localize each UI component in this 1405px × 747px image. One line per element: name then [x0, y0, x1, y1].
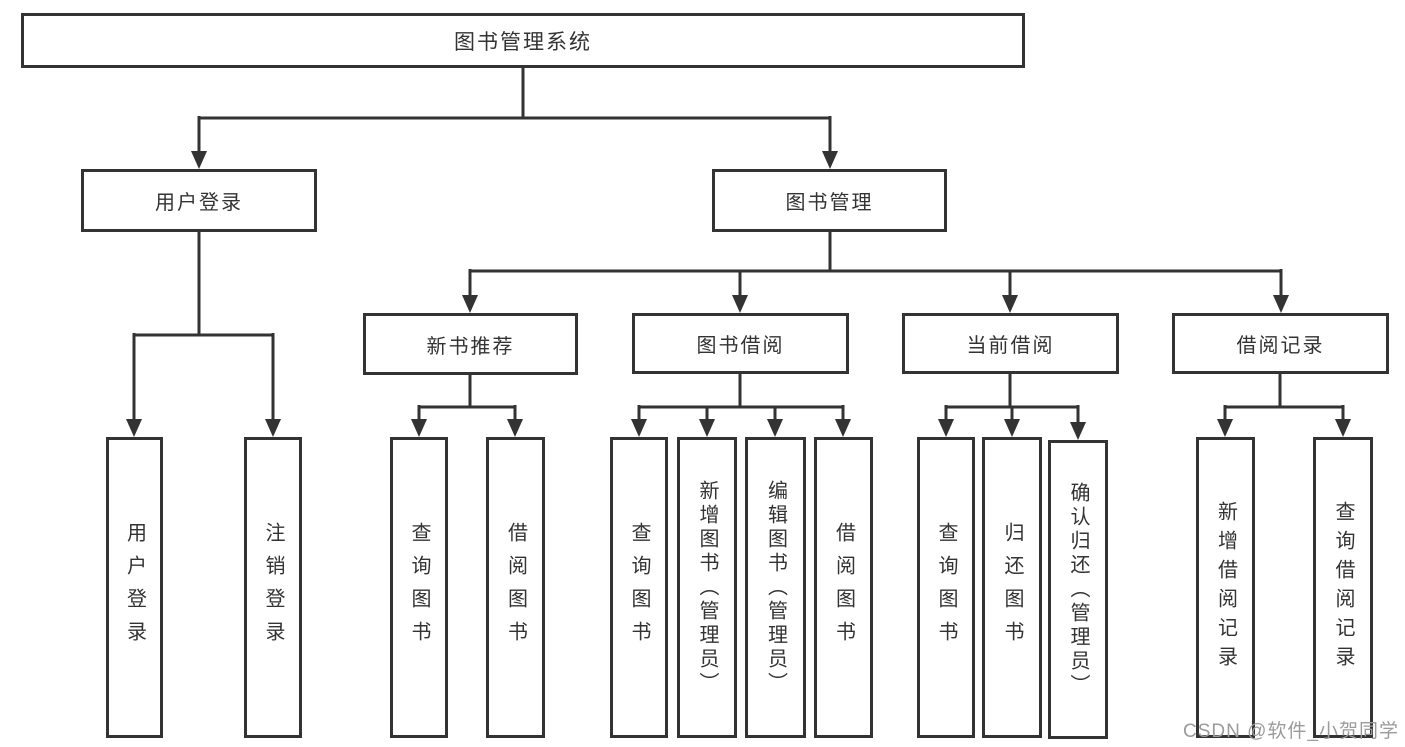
node-leaf-confirm-return-admin: 确认归还（管理员） — [1048, 440, 1108, 739]
node-label: 新增借阅记录 — [1214, 500, 1237, 675]
node-new-book-recommend: 新书推荐 — [363, 313, 578, 375]
node-leaf-user-login: 用户登录 — [106, 437, 163, 738]
arrow-down-icon — [732, 295, 748, 313]
arrow-down-icon — [411, 419, 427, 437]
node-label: 借阅记录 — [1236, 335, 1325, 357]
arrow-down-icon — [265, 419, 281, 437]
node-label: 查询图书 — [935, 521, 957, 654]
arrow-down-icon — [1002, 295, 1018, 313]
node-label: 用户登录 — [155, 192, 243, 214]
node-label: 当前借阅 — [966, 335, 1055, 357]
node-label: 编辑图书（管理员） — [764, 479, 787, 696]
arrow-down-icon — [631, 419, 647, 437]
connector-current-borrow-children — [944, 374, 1080, 424]
node-label: 图书管理 — [785, 192, 874, 214]
arrow-down-icon — [767, 419, 783, 437]
arrow-down-icon — [938, 419, 954, 437]
node-label: 图书管理系统 — [454, 30, 592, 54]
connector-book-mgmt-to-level3 — [468, 232, 1283, 297]
connector-new-book-children — [417, 375, 517, 421]
arrow-down-icon — [1217, 419, 1233, 437]
arrow-down-icon — [1335, 419, 1351, 437]
node-label: 查询借阅记录 — [1332, 500, 1354, 675]
arrow-down-icon — [1273, 295, 1289, 313]
node-current-borrow: 当前借阅 — [902, 313, 1119, 374]
connector-book-borrow-children — [637, 374, 845, 421]
node-book-management: 图书管理 — [712, 169, 947, 232]
node-user-login: 用户登录 — [81, 169, 317, 232]
node-label: 借阅图书 — [832, 521, 855, 654]
arrow-down-icon — [1004, 419, 1020, 437]
node-leaf-borrow-books-newrec: 借阅图书 — [486, 437, 545, 738]
node-leaf-add-books-admin: 新增图书（管理员） — [677, 437, 737, 738]
node-book-borrow: 图书借阅 — [632, 313, 849, 374]
arrow-down-icon — [822, 151, 838, 169]
node-leaf-query-borrow-record: 查询借阅记录 — [1313, 437, 1373, 738]
node-leaf-add-borrow-record: 新增借阅记录 — [1196, 437, 1255, 738]
node-label: 用户登录 — [123, 521, 146, 654]
node-label: 查询图书 — [628, 521, 650, 654]
connector-borrow-record-children — [1223, 374, 1345, 421]
arrow-down-icon — [126, 419, 142, 437]
node-borrow-record: 借阅记录 — [1172, 313, 1389, 374]
node-leaf-query-books-newrec: 查询图书 — [390, 437, 448, 738]
node-leaf-logout: 注销登录 — [244, 437, 302, 738]
node-label: 确认归还（管理员） — [1067, 481, 1089, 698]
node-leaf-edit-books-admin: 编辑图书（管理员） — [745, 437, 806, 738]
arrow-down-icon — [699, 419, 715, 437]
node-label: 图书借阅 — [696, 335, 785, 357]
arrow-down-icon — [507, 419, 523, 437]
connector-user-login-children — [132, 232, 275, 421]
node-leaf-query-books-current: 查询图书 — [917, 437, 975, 738]
node-label: 借阅图书 — [504, 521, 527, 654]
node-label: 新增图书（管理员） — [696, 479, 718, 696]
arrow-down-icon — [835, 419, 851, 437]
arrow-down-icon — [1070, 422, 1086, 440]
node-label: 归还图书 — [1001, 521, 1023, 654]
arrow-down-icon — [191, 151, 207, 169]
node-label: 新书推荐 — [426, 335, 515, 358]
csdn-watermark: CSDN @软件_小贺同学 — [1183, 721, 1399, 742]
connector-root-to-level2 — [197, 68, 832, 153]
node-label: 注销登录 — [262, 521, 284, 654]
arrow-down-icon — [462, 295, 478, 313]
node-leaf-borrow-books: 借阅图书 — [814, 437, 873, 738]
node-leaf-return-books: 归还图书 — [982, 437, 1042, 738]
node-leaf-query-books-borrow: 查询图书 — [610, 437, 668, 738]
node-root-system: 图书管理系统 — [21, 13, 1025, 68]
node-label: 查询图书 — [408, 521, 430, 654]
